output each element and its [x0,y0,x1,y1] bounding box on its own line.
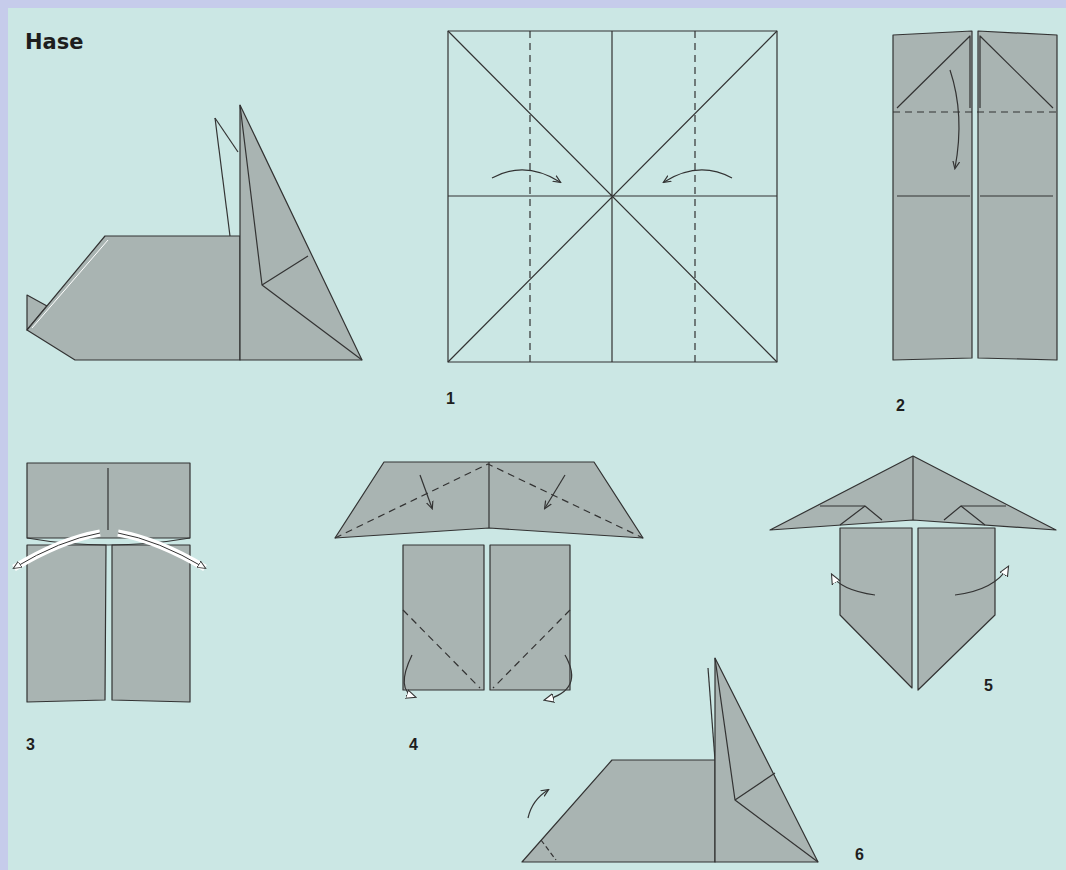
step-number: 4 [409,736,418,754]
step-number: 5 [984,677,993,695]
step-number: 1 [446,390,455,408]
diagram-title: Hase [25,30,84,54]
step-number: 3 [26,736,35,754]
step-number: 6 [855,846,864,864]
step-number: 2 [896,397,905,415]
